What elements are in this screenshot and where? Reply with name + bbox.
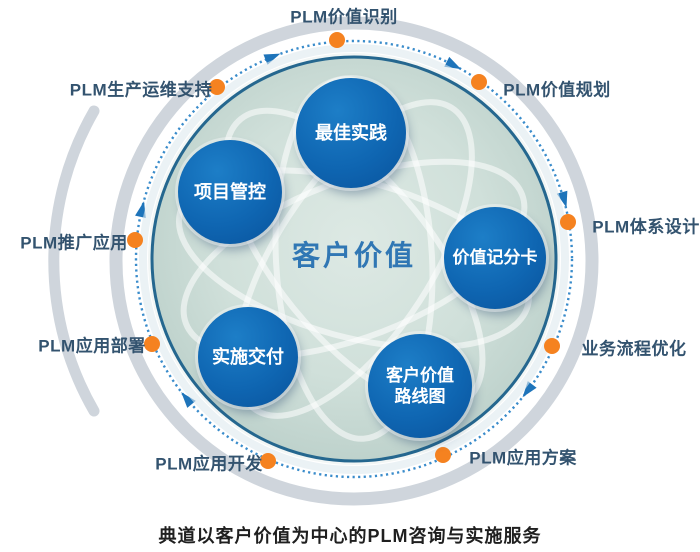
value-node-label: 项目管控 bbox=[194, 181, 266, 202]
step-dot bbox=[560, 214, 576, 230]
step-dot bbox=[127, 232, 143, 248]
flow-arrow bbox=[522, 381, 537, 398]
main-circle-halo bbox=[139, 44, 569, 474]
value-node-label: 最佳实践 bbox=[315, 122, 387, 143]
value-node: 客户价值 路线图 bbox=[368, 334, 472, 438]
step-dot bbox=[209, 79, 225, 95]
outer-step-label: PLM推广应用 bbox=[20, 233, 128, 253]
outer-step-label: PLM价值识别 bbox=[290, 7, 398, 27]
diagram-caption: 典道以客户价值为中心的PLM咨询与实施服务 bbox=[158, 526, 542, 546]
outer-step-label: PLM应用开发 bbox=[155, 454, 263, 474]
step-dot bbox=[329, 32, 345, 48]
step-dot bbox=[544, 338, 560, 354]
value-node-label: 价值记分卡 bbox=[452, 248, 538, 268]
value-node: 最佳实践 bbox=[296, 78, 406, 188]
step-dots bbox=[127, 32, 576, 469]
outer-step-label: PLM应用部署 bbox=[38, 336, 146, 356]
spirograph-curve bbox=[233, 99, 475, 419]
flow-arrow bbox=[181, 392, 196, 408]
cycle-dotted-ring bbox=[134, 39, 574, 479]
step-dot bbox=[435, 447, 451, 463]
spirograph-pattern bbox=[175, 76, 533, 442]
value-node: 实施交付 bbox=[198, 307, 298, 407]
step-dot bbox=[260, 453, 276, 469]
value-node: 项目管控 bbox=[178, 140, 282, 244]
flow-arrow bbox=[556, 190, 568, 208]
spirograph-curve bbox=[180, 158, 528, 360]
value-node: 价值记分卡 bbox=[444, 207, 546, 309]
step-dot bbox=[144, 336, 160, 352]
outer-step-label: 业务流程优化 bbox=[581, 339, 687, 359]
outer-step-label: PLM体系设计 bbox=[592, 217, 700, 237]
flow-arrow bbox=[135, 201, 146, 219]
value-node-label-line2: 路线图 bbox=[394, 387, 446, 406]
center-value-label: 客户价值 bbox=[291, 240, 417, 271]
outer-step-label: PLM应用方案 bbox=[469, 448, 577, 468]
value-node-label-line1: 客户价值 bbox=[386, 365, 454, 385]
outer-step-label: PLM价值规划 bbox=[503, 80, 611, 100]
outer-step-label: PLM生产运维支持 bbox=[69, 80, 213, 100]
flow-arrow bbox=[263, 53, 281, 65]
swoosh-ring bbox=[109, 16, 599, 506]
value-node-label: 实施交付 bbox=[212, 346, 284, 367]
value-node-label: 客户价值 路线图 bbox=[386, 365, 454, 408]
swoosh-arc-left bbox=[48, 105, 100, 417]
spirograph-curve bbox=[175, 167, 533, 351]
step-dot bbox=[471, 74, 487, 90]
